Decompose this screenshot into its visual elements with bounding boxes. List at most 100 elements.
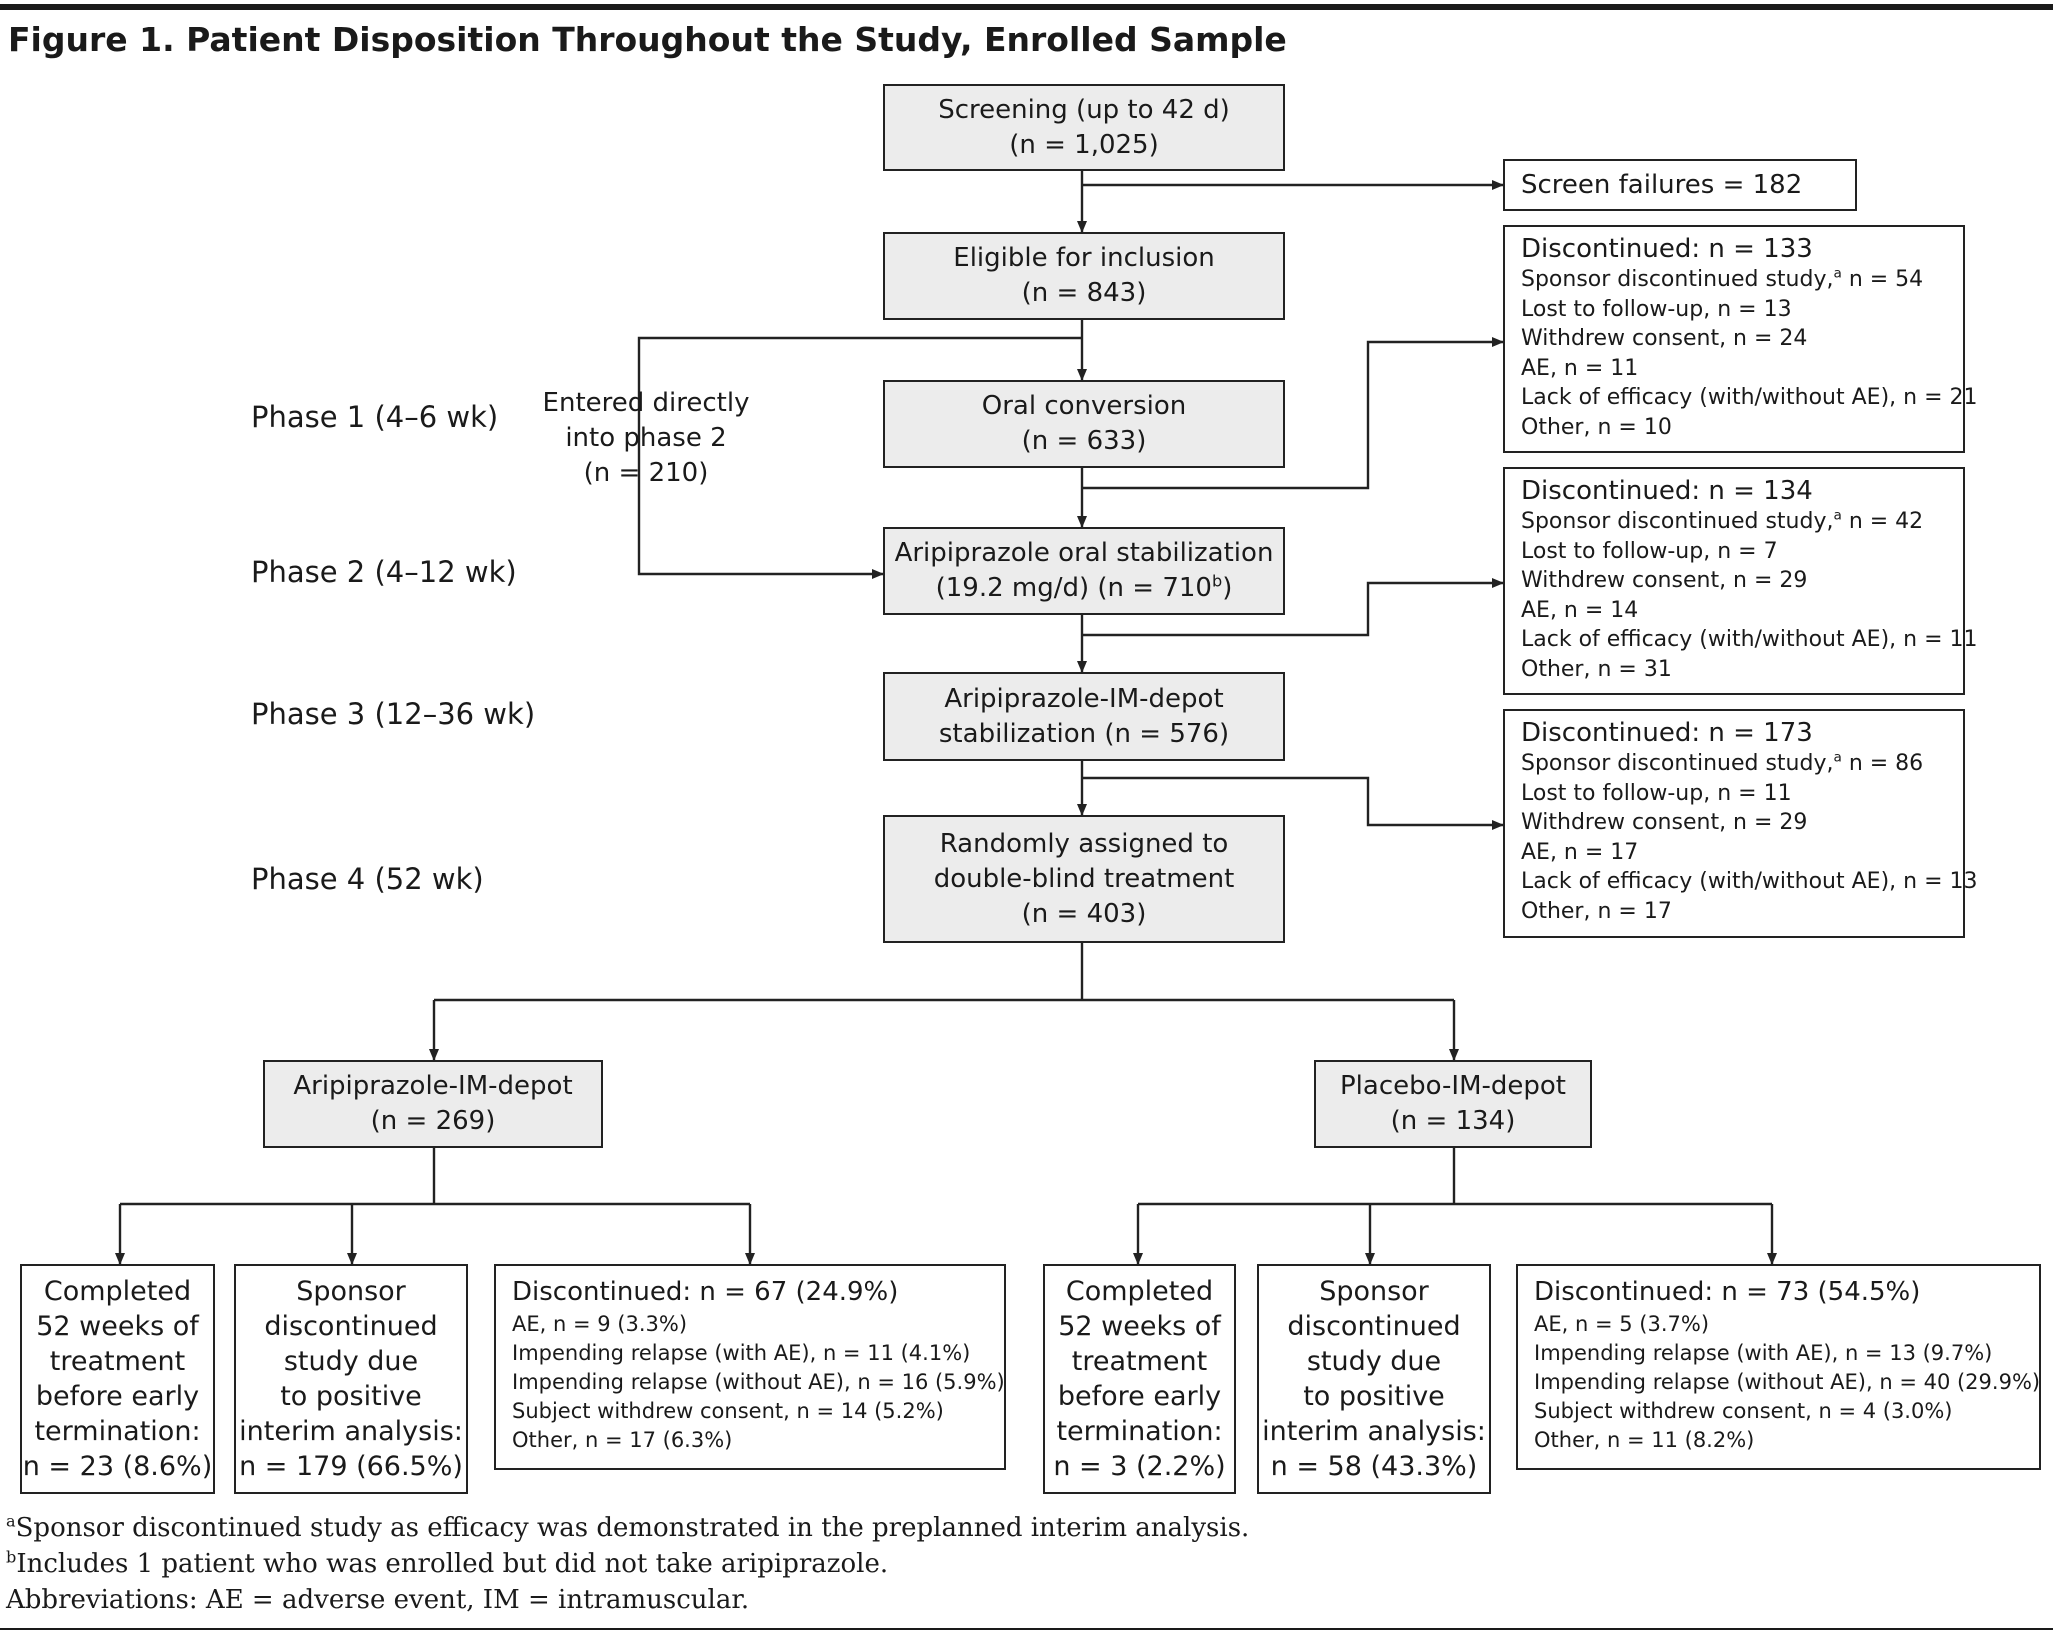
placebo-completed-box: Completed 52 weeks of treatment before e… [1043,1264,1236,1494]
box-line: Aripiprazole oral stabilization [894,538,1274,568]
discontinued-heading: Discontinued: n = 73 (54.5%) [1534,1277,1921,1307]
phase-1-label: Phase 1 (4–6 wk) [251,400,499,434]
discontinued-item: Lack of efficacy (with/without AE), n = … [1521,869,1978,894]
item-text: n = 86 [1841,751,1924,776]
discontinued-item: Sponsor discontinued study,a n = 54 [1521,265,1963,295]
discontinued-phase1-box: Discontinued: n = 133 Sponsor discontinu… [1503,225,1978,453]
placebo-discontinued-box: Discontinued: n = 73 (54.5%) AE, n = 5 (… [1516,1264,2041,1470]
placebo-sponsor-box: Sponsor discontinued study due to positi… [1257,1264,1491,1494]
discontinued-item: Withdrew consent, n = 24 [1521,326,1808,351]
phase-3-label: Phase 3 (12–36 wk) [251,697,536,731]
arm-active-box: Aripiprazole-IM-depot (n = 269) [263,1060,603,1148]
discontinued-item: Sponsor discontinued study,a n = 86 [1521,749,1963,779]
direct-entry-line: (n = 210) [583,458,709,488]
discontinued-item: Other, n = 31 [1521,656,1672,682]
footnote-marker: a [1833,507,1842,524]
box-line: before early [1057,1381,1222,1412]
footnote-text: Sponsor discontinued study as efficacy w… [15,1513,1250,1543]
box-line: (n = 633) [1021,426,1147,456]
oral-conversion-box: Oral conversion (n = 633) [883,380,1285,468]
item-text: Sponsor discontinued study, [1521,751,1834,776]
footnote-marker: b [6,1547,17,1567]
discontinued-item: Impending relapse (with AE), n = 13 (9.7… [1534,1341,1993,1365]
box-line: Completed [43,1276,192,1307]
box-line: double-blind treatment [933,863,1235,894]
arrow-direct-entry [637,336,1082,579]
box-line: n = 179 (66.5%) [239,1451,463,1482]
discontinued-item: AE, n = 11 [1521,355,1639,381]
arrow-discontinued-3 [1082,776,1504,830]
box-line: to positive [1303,1381,1445,1412]
box-line: discontinued [1287,1311,1461,1342]
footnote-b: bIncludes 1 patient who was enrolled but… [6,1549,888,1579]
discontinued-item: AE, n = 14 [1521,597,1639,623]
item-text: n = 42 [1841,509,1924,534]
active-discontinued-box: Discontinued: n = 67 (24.9%) AE, n = 9 (… [494,1264,1006,1470]
phase-2-label: Phase 2 (4–12 wk) [251,555,517,589]
discontinued-item: Subject withdrew consent, n = 14 (5.2%) [512,1399,944,1423]
discontinued-item: Other, n = 17 (6.3%) [512,1428,733,1452]
top-rule [0,4,2053,10]
box-line: discontinued [264,1311,438,1342]
box-line: study due [283,1346,419,1377]
discontinued-item: Subject withdrew consent, n = 4 (3.0%) [1534,1399,1953,1423]
footnote-marker: a [6,1511,16,1531]
box-line: (n = 134) [1390,1106,1516,1136]
discontinued-item: AE, n = 17 [1521,839,1639,865]
box-line: n = 58 (43.3%) [1270,1451,1478,1482]
box-line: 52 weeks of [36,1311,199,1342]
arrow-discontinued-2 [1082,578,1504,637]
screen-failures-label: Screen failures = 182 [1521,169,1803,200]
eligible-box: Eligible for inclusion (n = 843) [883,232,1285,320]
box-line: Placebo-IM-depot [1340,1071,1566,1101]
figure-title: Figure 1. Patient Disposition Throughout… [8,20,1287,59]
item-text: Sponsor discontinued study, [1521,267,1834,292]
box-line: (19.2 mg/d) (n = 710b) [936,571,1233,606]
phase-4-label: Phase 4 (52 wk) [251,862,484,896]
direct-entry-line: into phase 2 [565,423,727,453]
active-completed-box: Completed 52 weeks of treatment before e… [20,1264,215,1494]
discontinued-item: Lack of efficacy (with/without AE), n = … [1521,385,1978,410]
discontinued-item: Other, n = 17 [1521,898,1672,924]
discontinued-item: Lost to follow-up, n = 13 [1521,296,1792,322]
discontinued-phase3-box: Discontinued: n = 173 Sponsor discontinu… [1503,709,1978,938]
footnote-marker: a [1833,749,1842,766]
direct-entry-line: Entered directly [542,388,750,418]
footnote-text: Abbreviations: AE = adverse event, IM = … [6,1585,750,1615]
box-line: before early [35,1381,200,1412]
discontinued-item: Other, n = 10 [1521,414,1672,440]
discontinued-item: Impending relapse (without AE), n = 40 (… [1534,1370,2041,1394]
box-line: Screening (up to 42 d) [938,94,1230,125]
box-line: treatment [1071,1346,1208,1377]
discontinued-heading: Discontinued: n = 133 [1521,234,1813,264]
box-line: (n = 403) [1021,898,1147,929]
box-line: termination: [34,1416,201,1447]
box-line: Eligible for inclusion [953,243,1215,273]
item-text: n = 54 [1841,267,1924,292]
box-line: stabilization (n = 576) [938,718,1230,749]
footnote-a: aSponsor discontinued study as efficacy … [6,1513,1249,1543]
box-text: ) [1222,573,1233,603]
screen-failures-box: Screen failures = 182 [1503,159,1857,211]
box-line: interim analysis: [1262,1416,1486,1447]
discontinued-item: Lost to follow-up, n = 11 [1521,780,1792,806]
box-line: 52 weeks of [1058,1311,1221,1342]
discontinued-item: Other, n = 11 (8.2%) [1534,1428,1755,1452]
oral-stabilization-box: Aripiprazole oral stabilization (19.2 mg… [883,527,1285,615]
box-line: Aripiprazole-IM-depot [944,683,1224,714]
box-line: Aripiprazole-IM-depot [293,1071,573,1101]
discontinued-item: Impending relapse (without AE), n = 16 (… [512,1370,1005,1394]
screening-box: Screening (up to 42 d) (n = 1,025) [883,84,1285,171]
box-line: study due [1306,1346,1442,1377]
footnote-marker: a [1833,265,1842,282]
box-line: treatment [49,1346,186,1377]
randomized-box: Randomly assigned to double-blind treatm… [883,815,1285,943]
active-sponsor-box: Sponsor discontinued study due to positi… [234,1264,468,1494]
box-line: Oral conversion [981,391,1187,421]
box-line: interim analysis: [239,1416,463,1447]
arrow-discontinued-1 [1082,337,1504,490]
box-text: (19.2 mg/d) (n = 710 [935,573,1212,603]
box-line: Sponsor [1319,1276,1429,1307]
arm-placebo-box: Placebo-IM-depot (n = 134) [1314,1060,1592,1148]
discontinued-heading: Discontinued: n = 173 [1521,718,1813,748]
